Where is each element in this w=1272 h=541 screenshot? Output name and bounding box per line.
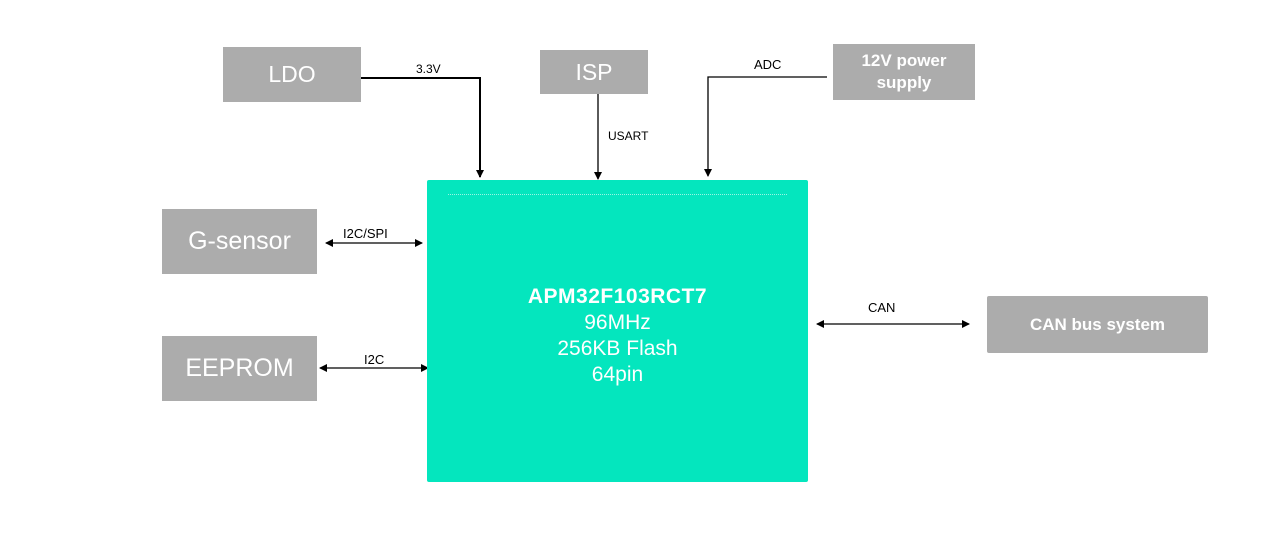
can-bus-block: CAN bus system xyxy=(987,296,1208,353)
power-supply-label-line1: 12V power xyxy=(861,51,947,70)
mcu-dotted-line xyxy=(448,194,787,195)
eeprom-label: EEPROM xyxy=(185,354,294,382)
mcu-block: APM32F103RCT7 96MHz 256KB Flash 64pin xyxy=(427,180,808,482)
g-sensor-label: G-sensor xyxy=(188,227,291,255)
isp-label: ISP xyxy=(575,58,613,85)
eeprom-block: EEPROM xyxy=(162,336,317,401)
can-connection-label: CAN xyxy=(868,300,896,315)
mcu-name: APM32F103RCT7 xyxy=(527,285,708,308)
mcu-spec-pins: 64pin xyxy=(591,363,644,386)
can-bus-label: CAN bus system xyxy=(1029,314,1166,334)
eeprom-connection-label: I2C xyxy=(364,352,385,367)
adc-line xyxy=(704,76,827,177)
isp-connection-label: USART xyxy=(608,129,649,143)
ldo-block: LDO xyxy=(223,47,361,102)
mcu-spec-frequency: 96MHz xyxy=(584,311,651,334)
mcu-spec-flash: 256KB Flash xyxy=(557,337,678,360)
adc-connection-label: ADC xyxy=(754,57,782,72)
ldo-label: LDO xyxy=(268,61,316,87)
power-supply-label-line2: supply xyxy=(876,73,932,92)
ldo-connection-label: 3.3V xyxy=(416,62,441,76)
isp-block: ISP xyxy=(540,50,648,94)
g-sensor-connection-label: I2C/SPI xyxy=(343,226,388,241)
g-sensor-block: G-sensor xyxy=(162,209,317,274)
power-supply-block: 12V power supply xyxy=(833,44,975,100)
ldo-line xyxy=(361,77,484,178)
